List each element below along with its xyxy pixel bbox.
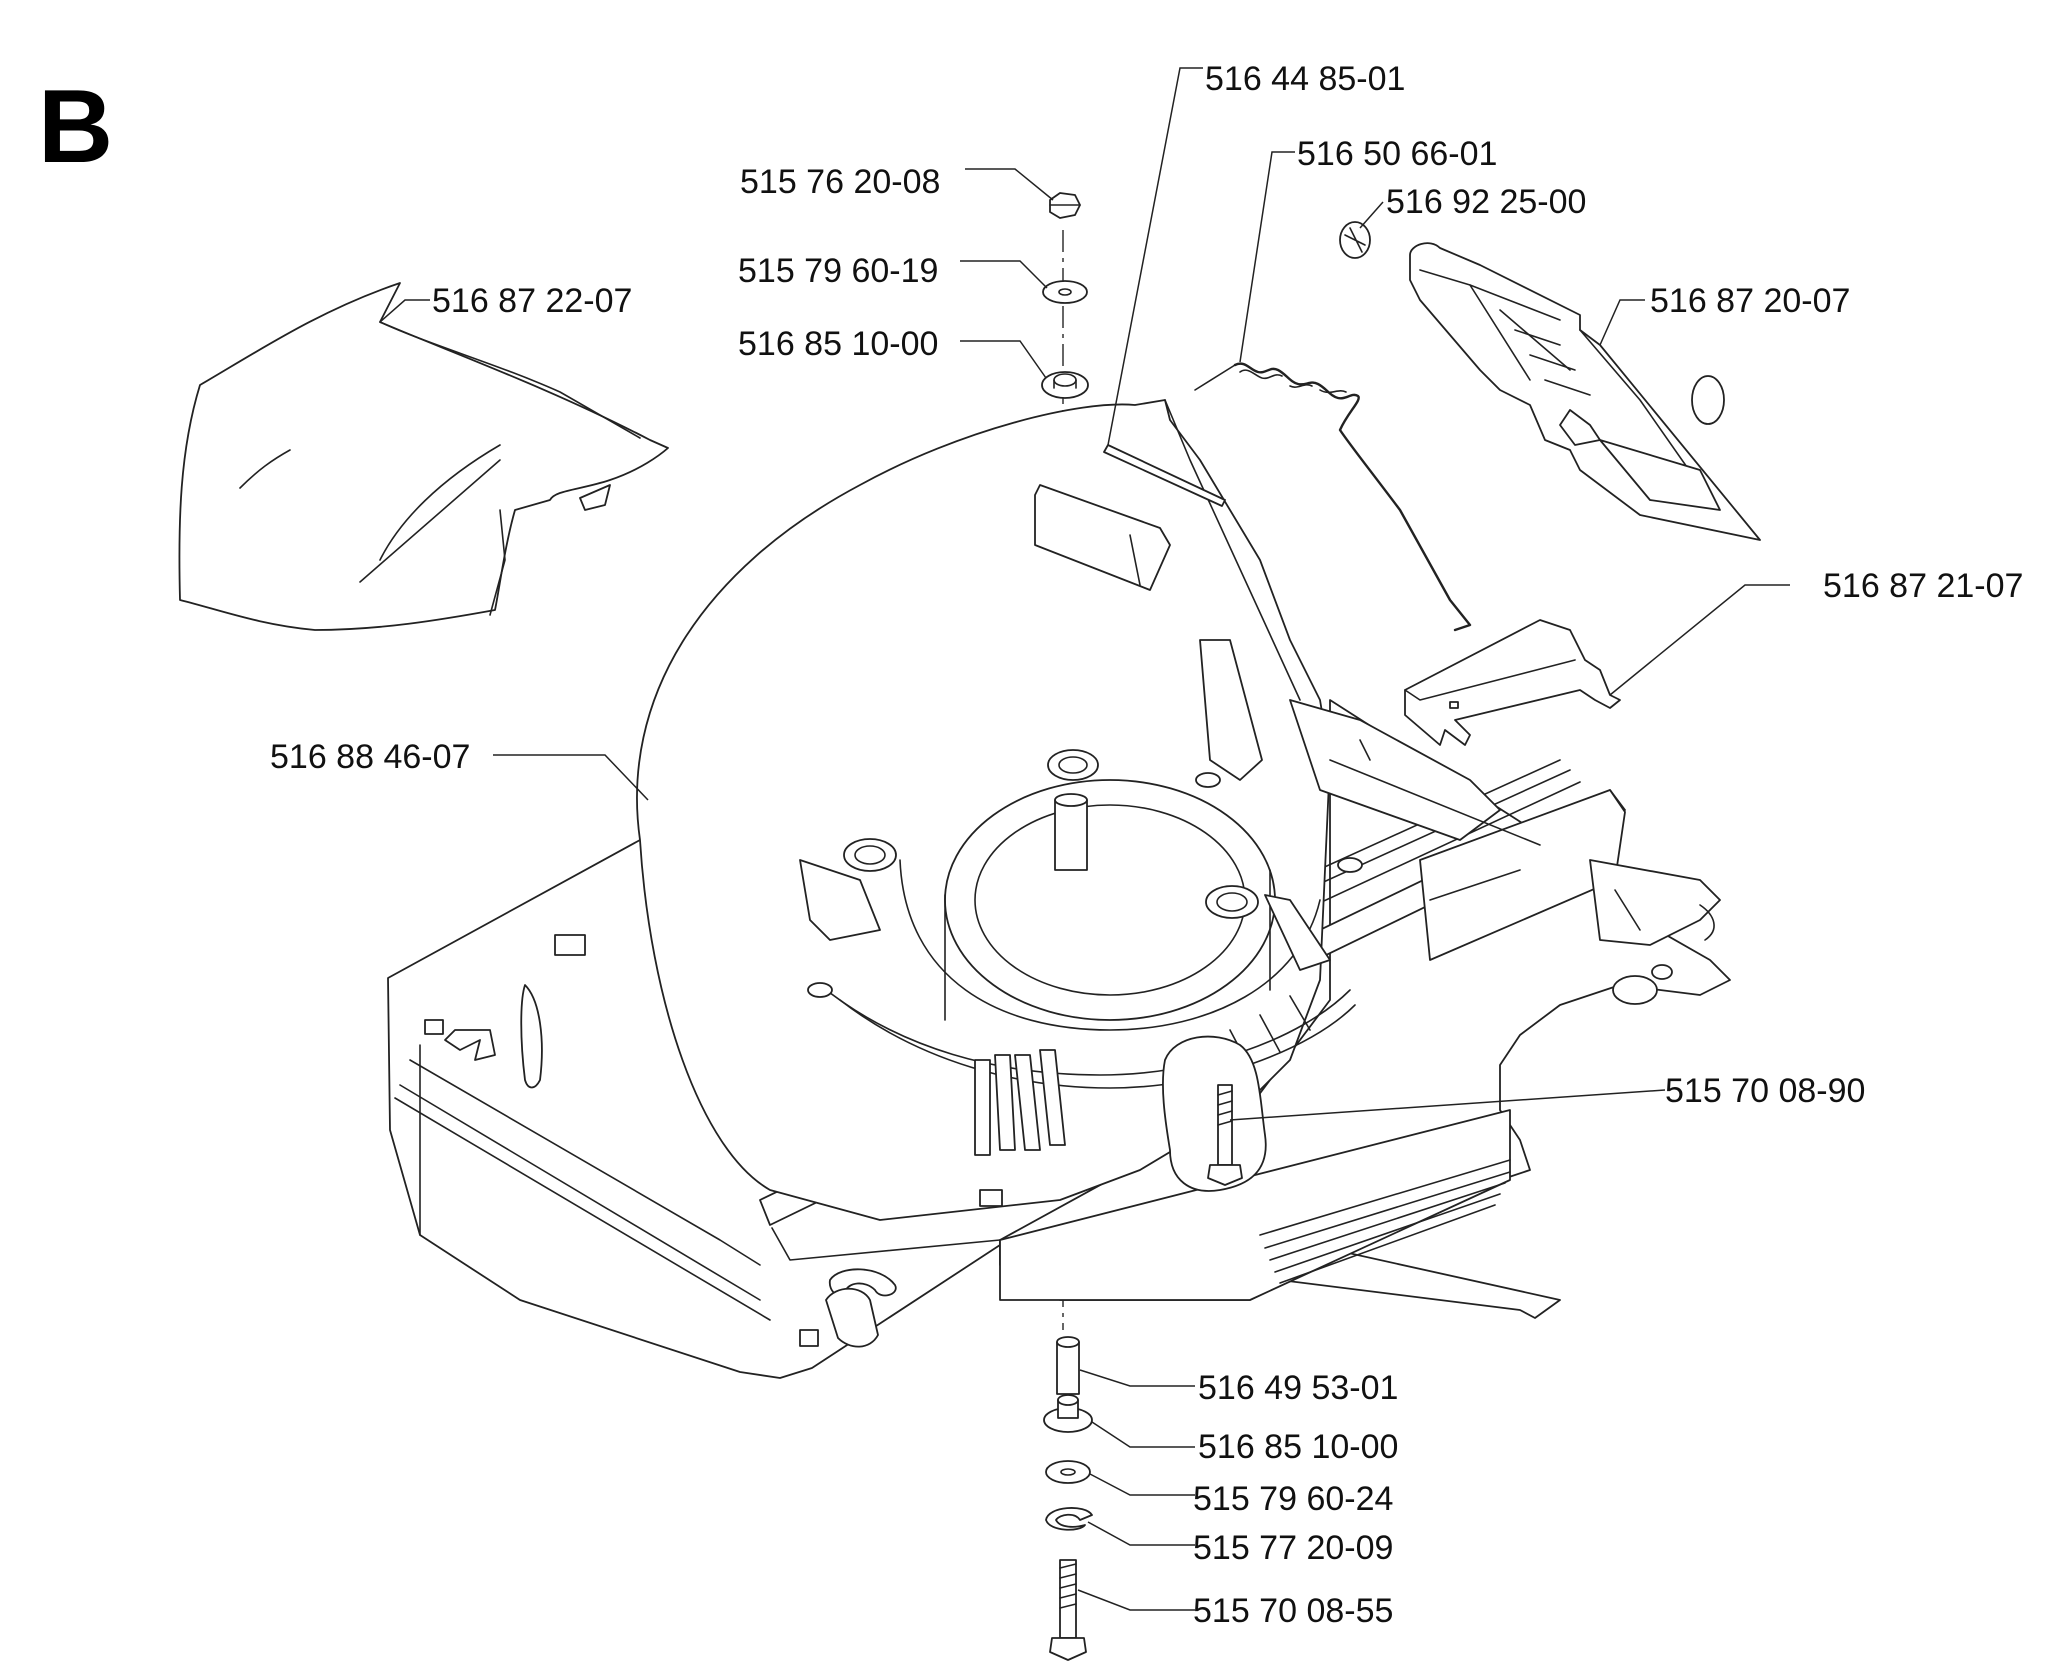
clip-drawing [1339,221,1371,259]
side-bolt-drawing [1207,1084,1243,1186]
label-bushing-top: 516 85 10-00 [738,325,938,363]
label-lock-washer: 515 77 20-09 [1193,1529,1393,1567]
pin-drawing [1103,444,1226,507]
label-washer-bottom: 515 79 60-24 [1193,1480,1393,1518]
label-rear-flap: 516 87 22-07 [432,282,632,320]
label-lever: 516 87 20-07 [1650,282,1850,320]
bottom-fastener-stack [1043,1336,1093,1661]
section-letter: B [38,69,113,185]
spring-drawing [1194,362,1472,632]
label-bolt-bottom: 515 70 08-55 [1193,1592,1393,1630]
label-bracket: 516 87 21-07 [1823,567,2023,605]
shaft-stub [1054,799,1088,871]
label-side-bolt: 515 70 08-90 [1665,1072,1865,1110]
label-bushing-bottom: 516 85 10-00 [1198,1428,1398,1466]
leader-lines [379,67,1790,1611]
bracket-drawing [1404,619,1621,746]
label-spacer: 516 49 53-01 [1198,1369,1398,1407]
part-labels: 516 44 85-01 516 50 66-01 516 92 25-00 5… [270,60,2023,1630]
label-nut-top: 515 76 20-08 [740,163,940,201]
top-fastener-stack [1041,192,1089,399]
label-washer-top: 515 79 60-19 [738,252,938,290]
label-spring: 516 50 66-01 [1297,135,1497,173]
rear-flap-drawing [178,282,669,631]
label-deck: 516 88 46-07 [270,738,470,776]
label-clip: 516 92 25-00 [1386,183,1586,221]
lever-drawing [1409,242,1761,541]
deck-drawing [387,399,1731,1379]
label-pin: 516 44 85-01 [1205,60,1405,98]
